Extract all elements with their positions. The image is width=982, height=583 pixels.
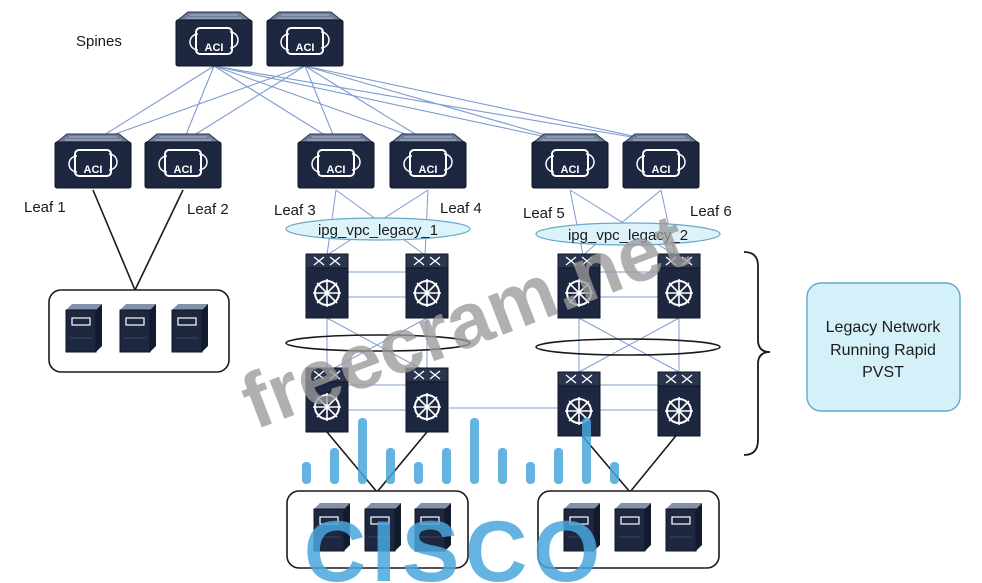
aci-badge: ACI [652,164,671,176]
leaf-switch-4 [389,133,467,189]
server-icon [65,303,103,353]
spine-switch-1 [175,11,253,67]
vpc-group-1 [285,217,471,241]
leaf-switch-3 [297,133,375,189]
aci-badge: ACI [419,164,438,176]
spine-switch-2 [266,11,344,67]
leaf-switch-1 [54,133,132,189]
port-channel-ellipse-1 [285,334,471,352]
spine-leaf-link [304,65,571,143]
leaf6-label: Leaf 6 [690,203,732,220]
legacy-note-line-1: Legacy Network [826,319,942,336]
spine-leaf-link [213,65,571,143]
legacy-note-line-3: PVST [862,364,904,381]
spines-label: Spines [76,33,122,50]
spine-leaf-links [92,65,662,143]
server-icon [171,303,209,353]
vpc-group-2 [535,222,721,246]
aci-badge: ACI [296,42,315,54]
vpc-group-1-label: ipg_vpc_legacy_1 [318,222,438,239]
server-icon [614,502,652,552]
vpc-group-2-label: ipg_vpc_legacy_2 [568,227,688,244]
spine-leaf-link [304,65,337,143]
aci-badge: ACI [205,42,224,54]
leaf2-label: Leaf 2 [187,201,229,218]
server-icon [119,303,157,353]
legacy-switch-links [326,271,680,411]
cisco-logo: CISCO [302,418,619,583]
leaf-switch-2 [144,133,222,189]
aci-badges: ACI ACI ACI ACI ACI ACI ACI ACI [84,42,671,176]
legacy-access-switch-3 [557,371,601,437]
aci-badge: ACI [84,164,103,176]
leaf5-label: Leaf 5 [523,205,565,222]
spine-leaf-link [182,65,306,143]
cisco-logo-text: CISCO [304,504,606,583]
server-icon [665,502,703,552]
leaf1-label: Leaf 1 [24,199,66,216]
leaf4-label: Leaf 4 [440,200,482,217]
legacy-network-note [806,282,961,412]
leaf3-label: Leaf 3 [274,202,316,219]
legacy-access-switch-4 [657,371,701,437]
port-channel-ellipse-2 [535,338,721,356]
leaf1-leaf2-server-links [92,189,184,291]
leaf-switch-5 [531,133,609,189]
spine-leaf-link [92,65,215,143]
legacy-network-brace [743,251,771,456]
spine-leaf-link [304,65,429,143]
leaf-switch-6 [622,133,700,189]
aci-badge: ACI [561,164,580,176]
spine-leaf-link [213,65,337,143]
spine-leaf-link [92,65,306,143]
legacy-distribution-switch-1 [305,253,349,319]
aci-badge: ACI [327,164,346,176]
spine-leaf-link [304,65,662,143]
aci-badge: ACI [174,164,193,176]
legacy-note-line-2: Running Rapid [830,342,936,359]
